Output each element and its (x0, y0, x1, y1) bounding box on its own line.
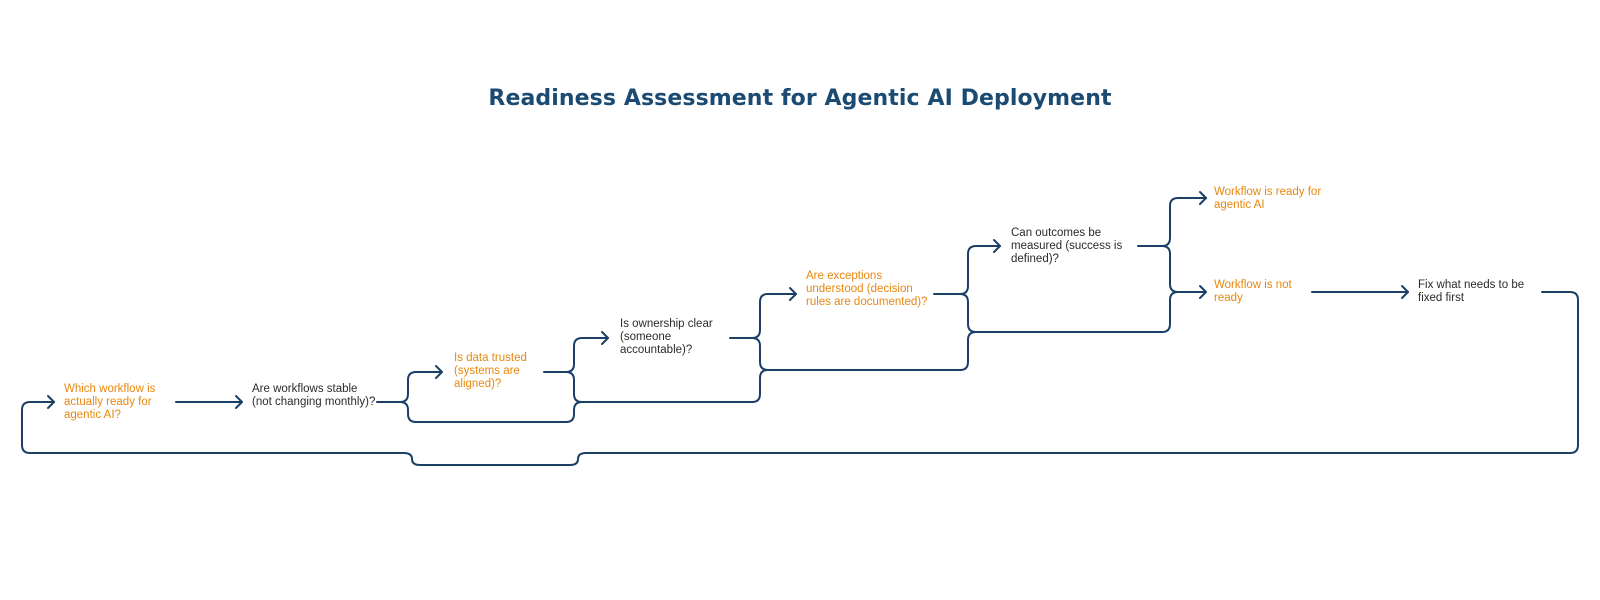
loop-fix-to-start (21, 291, 1579, 466)
node-fix-first-action: Fix what needs to be fixed first (1418, 279, 1525, 304)
branch-stable-no-path (399, 401, 583, 423)
node-workflow-not-ready-result: Workflow is not ready (1214, 279, 1292, 304)
node-workflow-ready-result: Workflow is ready for agentic AI (1214, 186, 1322, 211)
branch-exceptions-no-path (959, 291, 1179, 333)
node-data-trusted-question: Is data trusted (systems are aligned)? (454, 352, 527, 390)
node-ownership-clear-question: Is ownership clear (someone accountable)… (620, 318, 713, 356)
branch-ownership-to-exceptions (729, 287, 797, 339)
arrow-not-ready-to-fix (1311, 285, 1409, 299)
branch-stable-to-data (376, 365, 443, 403)
node-exceptions-understood-question: Are exceptions understood (decision rule… (806, 270, 928, 308)
node-workflows-stable-question: Are workflows stable (not changing month… (252, 383, 376, 408)
branch-data-to-ownership (543, 331, 609, 373)
diagram-title: Readiness Assessment for Agentic AI Depl… (488, 86, 1112, 111)
branch-outcomes-to-ready (1137, 191, 1207, 247)
node-outcomes-measured-question: Can outcomes be measured (success is def… (1011, 227, 1123, 265)
arrow-workflow-to-stable (175, 395, 243, 409)
branch-ownership-no-path (751, 331, 977, 371)
branch-outcomes-to-not-ready (1161, 245, 1207, 299)
node-which-workflow-question: Which workflow is actually ready for age… (64, 383, 156, 421)
branch-data-no-path (565, 369, 769, 403)
branch-exceptions-to-outcomes (933, 239, 1001, 295)
